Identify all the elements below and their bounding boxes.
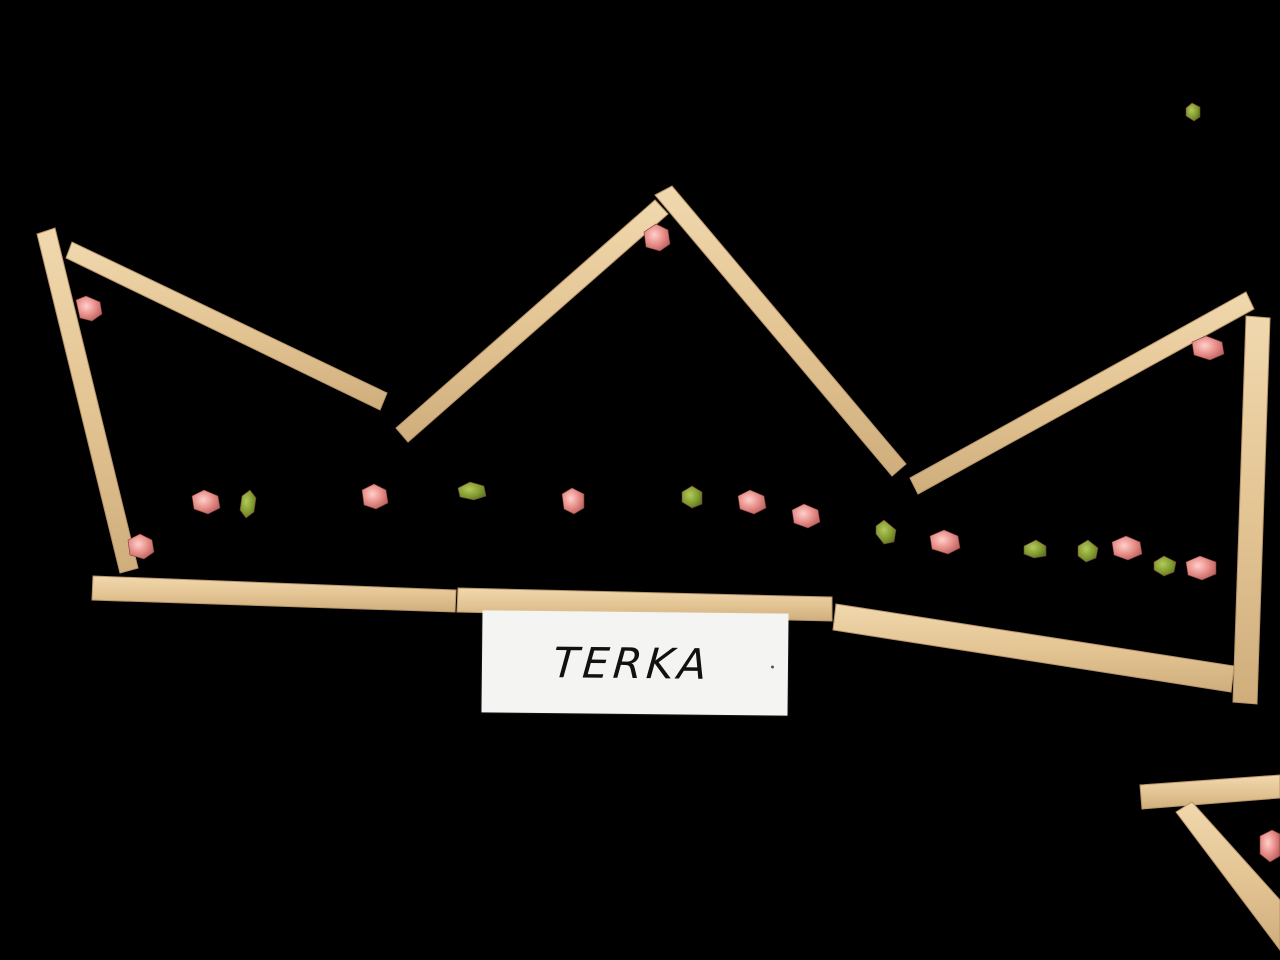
green-gem [1185, 102, 1201, 122]
pink-gem [791, 503, 821, 529]
stick-center-right [654, 185, 907, 477]
green-gem [1077, 539, 1099, 563]
pink-gem [1111, 535, 1143, 561]
stick-corner-diagonal [1175, 801, 1280, 951]
gems [75, 102, 1280, 863]
stick-peak1-right [65, 241, 388, 411]
green-gem [457, 481, 487, 501]
stick-bottom-left [91, 575, 457, 613]
stick-center-left [395, 199, 669, 443]
pink-gem [1191, 335, 1225, 361]
stick-right-side [1232, 315, 1271, 705]
green-gem [239, 489, 257, 519]
stick-corner-horizontal [1139, 774, 1280, 810]
card-speck [770, 665, 774, 669]
stick-right-slope [909, 291, 1255, 495]
pink-gem [643, 223, 671, 252]
name-card-text: TERKA [551, 637, 713, 689]
pink-gem [361, 483, 389, 510]
pink-gem [1259, 829, 1280, 863]
wooden-sticks [36, 185, 1280, 951]
green-gem [1153, 555, 1177, 577]
stick-bottom-right [832, 603, 1235, 693]
pink-gem [561, 487, 585, 515]
pink-gem [127, 533, 155, 560]
pink-gem [1185, 555, 1217, 581]
pink-gem [929, 529, 961, 555]
green-gem [875, 519, 897, 545]
pink-gem [191, 489, 221, 515]
name-card: TERKA [481, 610, 789, 716]
pink-gem [737, 489, 767, 515]
stick-left-side [36, 227, 139, 574]
green-gem [681, 485, 703, 509]
pink-gem [75, 295, 103, 322]
green-gem [1023, 539, 1047, 559]
